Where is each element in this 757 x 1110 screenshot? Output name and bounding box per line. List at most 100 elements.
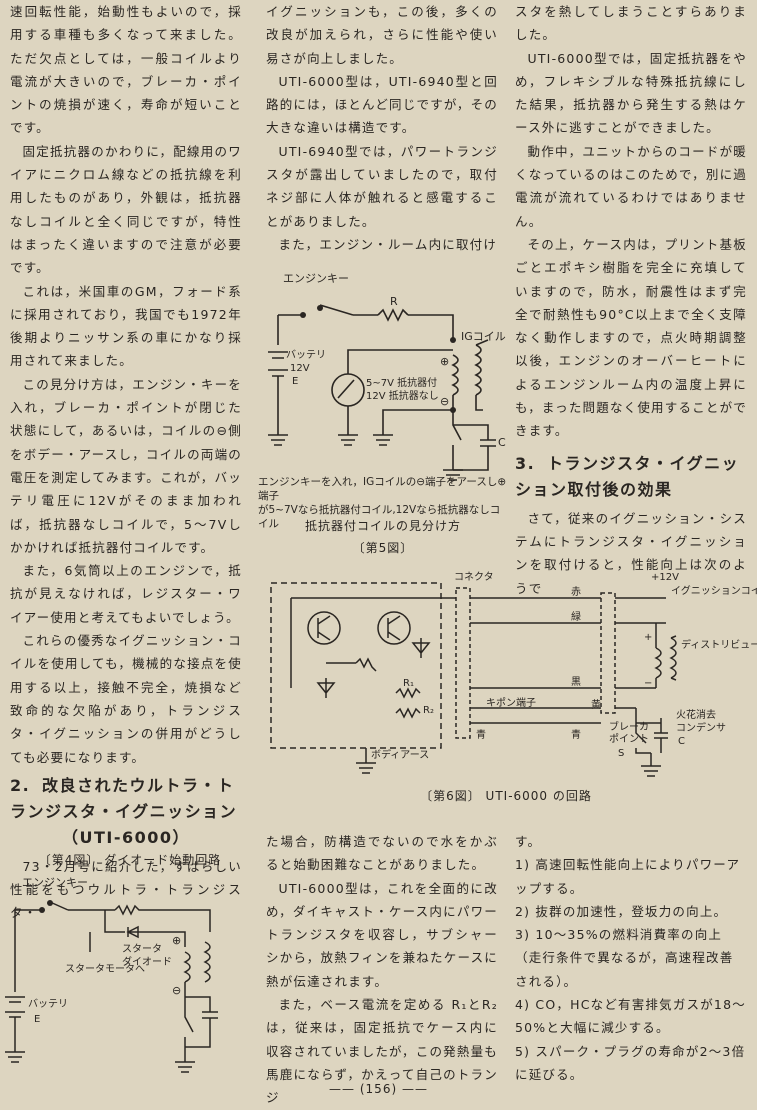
fig4-minus-label: ⊖	[172, 984, 181, 997]
list-number: 5)	[515, 1043, 531, 1059]
heading-subtitle: （UTI-6000）	[61, 827, 191, 847]
figure-6: コネクタ +12V イグニッションコイル 赤 緑 黒 黄 青 青 ディストリビュ…	[266, 568, 757, 808]
fig4-starter-diode-label-1: スタータ	[122, 943, 162, 955]
fig5-battery-e-label: E	[292, 376, 298, 387]
paragraph: 速回転性能，始動性もよいので，採用する車種も多くなって来ました。ただ欠点としては…	[10, 4, 242, 136]
fig6-plus-label: +	[644, 632, 652, 643]
column-3: スタを熱してしまうことすらありました。 UTI-6000型では，固定抵抗器をやめ…	[515, 0, 747, 600]
list-number: 3)	[515, 927, 531, 943]
fig6-condenser-label: コンデンサ	[676, 721, 726, 734]
heading-number: 2.	[10, 775, 31, 795]
page-number: —— (156) ——	[329, 1082, 428, 1096]
column-2-bottom: た場合，防構造でないので水をかぶると始動困難なことがありました。 UTI-600…	[266, 830, 498, 1110]
fig4-plus-label: ⊕	[172, 934, 181, 947]
paragraph: さて，従来のイグニッション・システムにトランジスタ・イグニッションを取付けると，…	[515, 510, 747, 596]
heading-text: 改良されたウルトラ・トランジスタ・イグニッション	[10, 775, 238, 821]
fig6-breaker-label: ブレーカ	[609, 720, 649, 733]
fig5-meter-label-2: 12V 抵抗器なし	[366, 389, 439, 402]
paragraph: UTI-6000型は，これを全面的に改め，ダイキャスト・ケース内にパワートランジ…	[266, 880, 498, 989]
fig5-engine-key-label: エンジンキー	[283, 272, 349, 285]
list-item: 2) 抜群の加速性，登坂力の向上。	[515, 900, 747, 923]
paragraph: 動作中，ユニットからのコードが暖くなっているのはこのためで，別に過電流が流れてい…	[515, 143, 747, 229]
column-1: 速回転性能，始動性もよいので，採用する車種も多くなって来ました。ただ欠点としては…	[10, 0, 242, 925]
column-2: イグニッションも，この後，多くの改良が加えられ，さらに性能や使い易さが向上しまし…	[266, 0, 498, 256]
fig6-yellow-label: 黄	[591, 698, 601, 711]
fig6-r2-label: R₂	[423, 705, 434, 716]
fig5-c-label: C	[498, 436, 506, 449]
figure-5: エンジンキー R IGコイル バッテリ 12V E 5~7V 抵抗器付 12V …	[258, 260, 508, 560]
heading-number: 3.	[515, 453, 536, 473]
effects-list: 1) 高速回転性能向上によりパワーアップする。 2) 抜群の加速性，登坂力の向上…	[515, 853, 747, 1086]
list-number: 4)	[515, 997, 531, 1013]
paragraph: た場合，防構造でないので水をかぶると始動困難なことがありました。	[266, 834, 498, 873]
list-item: 1) 高速回転性能向上によりパワーアップする。	[515, 853, 747, 900]
list-item: 3) 10～35%の燃料消費率の向上（走行条件で異なるが，高速程改善される）。	[515, 923, 747, 993]
fig6-minus-label: −	[644, 678, 652, 689]
heading-text: トランジスタ・イグニッション取付後の効果	[515, 453, 740, 499]
fig6-12v-label: +12V	[651, 572, 679, 583]
fig5-minus-label: ⊖	[440, 395, 449, 408]
paragraph: また，6気筒以上のエンジンで，抵抗が見えなければ，レジスター・ワイアー使用と考え…	[10, 563, 242, 625]
fig4-starter-diode-label-2: ダイオード	[122, 955, 172, 968]
paragraph: UTI-6000型は，UTI-6940型と回路的には，ほとんど同じですが，その大…	[266, 73, 498, 136]
figure-4-caption: 〔第4図〕 ダイオード始動回路	[38, 853, 222, 867]
fig6-blue-label-1: 青	[476, 728, 486, 741]
figure-5-note-line-1: エンジンキーを入れ，IGコイルの⊖端子をアースし⊕端子	[258, 476, 507, 502]
fig5-meter-label-1: 5~7V 抵抗器付	[366, 376, 437, 389]
paragraph: 固定抵抗器のかわりに，配線用のワイアにニクロム線などの抵抗線を利用したものがあり…	[10, 143, 242, 276]
paragraph: す。	[515, 834, 542, 849]
fig6-connector-label: コネクタ	[454, 571, 494, 583]
figure-5-note: エンジンキーを入れ，IGコイルの⊖端子をアースし⊕端子 が5~7Vなら抵抗器付コ…	[258, 475, 508, 531]
figure-5-diagram: エンジンキー R IGコイル バッテリ 12V E 5~7V 抵抗器付 12V …	[268, 272, 506, 481]
column-3-bottom: す。 1) 高速回転性能向上によりパワーアップする。 2) 抜群の加速性，登坂力…	[515, 830, 747, 1086]
section-heading-2: 2.改良されたウルトラ・トランジスタ・イグニッション （UTI-6000）	[10, 773, 242, 851]
fig6-black-label: 黒	[571, 676, 581, 688]
fig6-red-label: 赤	[571, 586, 581, 598]
fig5-battery-label: バッテリ	[286, 349, 326, 361]
paragraph: スタを熱してしまうことすらありました。	[515, 4, 747, 43]
list-text: 10～35%の燃料消費率の向上（走行条件で異なるが，高速程改善される）。	[515, 927, 734, 989]
list-item: 5) スパーク・プラグの寿命が2～3倍に延びる。	[515, 1040, 747, 1087]
figure-5-number: 〔第5図〕	[352, 541, 414, 555]
fig6-s-label: S	[618, 748, 624, 759]
list-item: 4) CO，HCなど有害排気ガスが18～50%と大幅に減少する。	[515, 993, 747, 1040]
paragraph: 73・2月号に紹介した，すばらしい性能をもつウルトラ・トランジスタ・	[10, 858, 242, 921]
fig4-starter-motor-label: スタータモータへ	[65, 963, 145, 975]
fig6-c-label: C	[678, 736, 685, 747]
paragraph: これらの優秀なイグニッション・コイルを使用しても，機械的な接点を使用する以上，接…	[10, 633, 242, 765]
paragraph: この見分け方は，エンジン・キーを入れ，ブレーカ・ポイントが閉じた状態にして，ある…	[10, 376, 242, 555]
fig4-battery-label: バッテリ	[28, 998, 68, 1010]
fig6-r1-label: R₁	[403, 678, 414, 689]
list-text: スパーク・プラグの寿命が2～3倍に延びる。	[515, 1043, 746, 1082]
fig5-r-label: R	[390, 295, 398, 308]
fig6-dist-label: ディストリビュータへ	[681, 638, 757, 651]
list-text: 抜群の加速性，登坂力の向上。	[535, 903, 728, 919]
paragraph: また，ベース電流を定める R₁とR₂は，従来は，固定抵抗でケース内に収容されてい…	[266, 997, 498, 1106]
paragraph: イグニッションも，この後，多くの改良が加えられ，さらに性能や使い易さが向上しまし…	[266, 4, 498, 66]
fig6-ig-coil-label: イグニッションコイル	[671, 584, 757, 597]
list-text: CO，HCなど有害排気ガスが18～50%と大幅に減少する。	[515, 997, 746, 1036]
fig6-kipon-label: キポン端子	[486, 696, 536, 709]
fig6-green-label: 緑	[571, 610, 581, 623]
paragraph: これは，米国車のGM，フォード系に採用されており，我国でも1972年後期よりニッ…	[10, 283, 242, 369]
figure-6-diagram: コネクタ +12V イグニッションコイル 赤 緑 黒 黄 青 青 ディストリビュ…	[270, 571, 757, 777]
fig5-plus-label: ⊕	[440, 355, 449, 368]
fig6-blue-label-2: 青	[571, 728, 581, 741]
paragraph: また，エンジン・ルーム内に取付け	[278, 236, 498, 252]
paragraph: UTI-6000型では，固定抵抗器をやめ，フレキシブルな特殊抵抗線にした結果，抵…	[515, 50, 747, 136]
list-number: 2)	[515, 903, 531, 919]
figure-4-diagram: エンジンキー スタータ ダイオード スタータモータへ バッテリ E ⊕ ⊖	[5, 876, 218, 1073]
fig5-ig-coil-label: IGコイル	[461, 330, 506, 343]
fig6-spark-label: 火花消去	[676, 708, 716, 721]
figure-5-caption: 抵抗器付コイルの見分け方	[304, 519, 461, 533]
fig4-e-label: E	[34, 1014, 40, 1025]
figure-5-note-line-2: が5~7Vなら抵抗器付コイル,12Vなら抵抗器なしコイル	[258, 504, 501, 530]
list-text: 高速回転性能向上によりパワーアップする。	[515, 857, 741, 896]
list-number: 1)	[515, 857, 531, 873]
fig5-battery-v-label: 12V	[290, 363, 310, 374]
fig6-point-label: ポイント	[609, 733, 649, 745]
fig4-engine-key-label: エンジンキー	[22, 876, 88, 889]
figure-4: 〔第4図〕 ダイオード始動回路 エンジンキー スタータ ダイオード スタータモー…	[5, 850, 250, 1082]
fig6-body-earth-label: ボディアース	[371, 748, 429, 761]
paragraph: その上，ケース内は，プリント基板ごとエポキシ樹脂を完全に充填していますので，防水…	[515, 236, 747, 439]
